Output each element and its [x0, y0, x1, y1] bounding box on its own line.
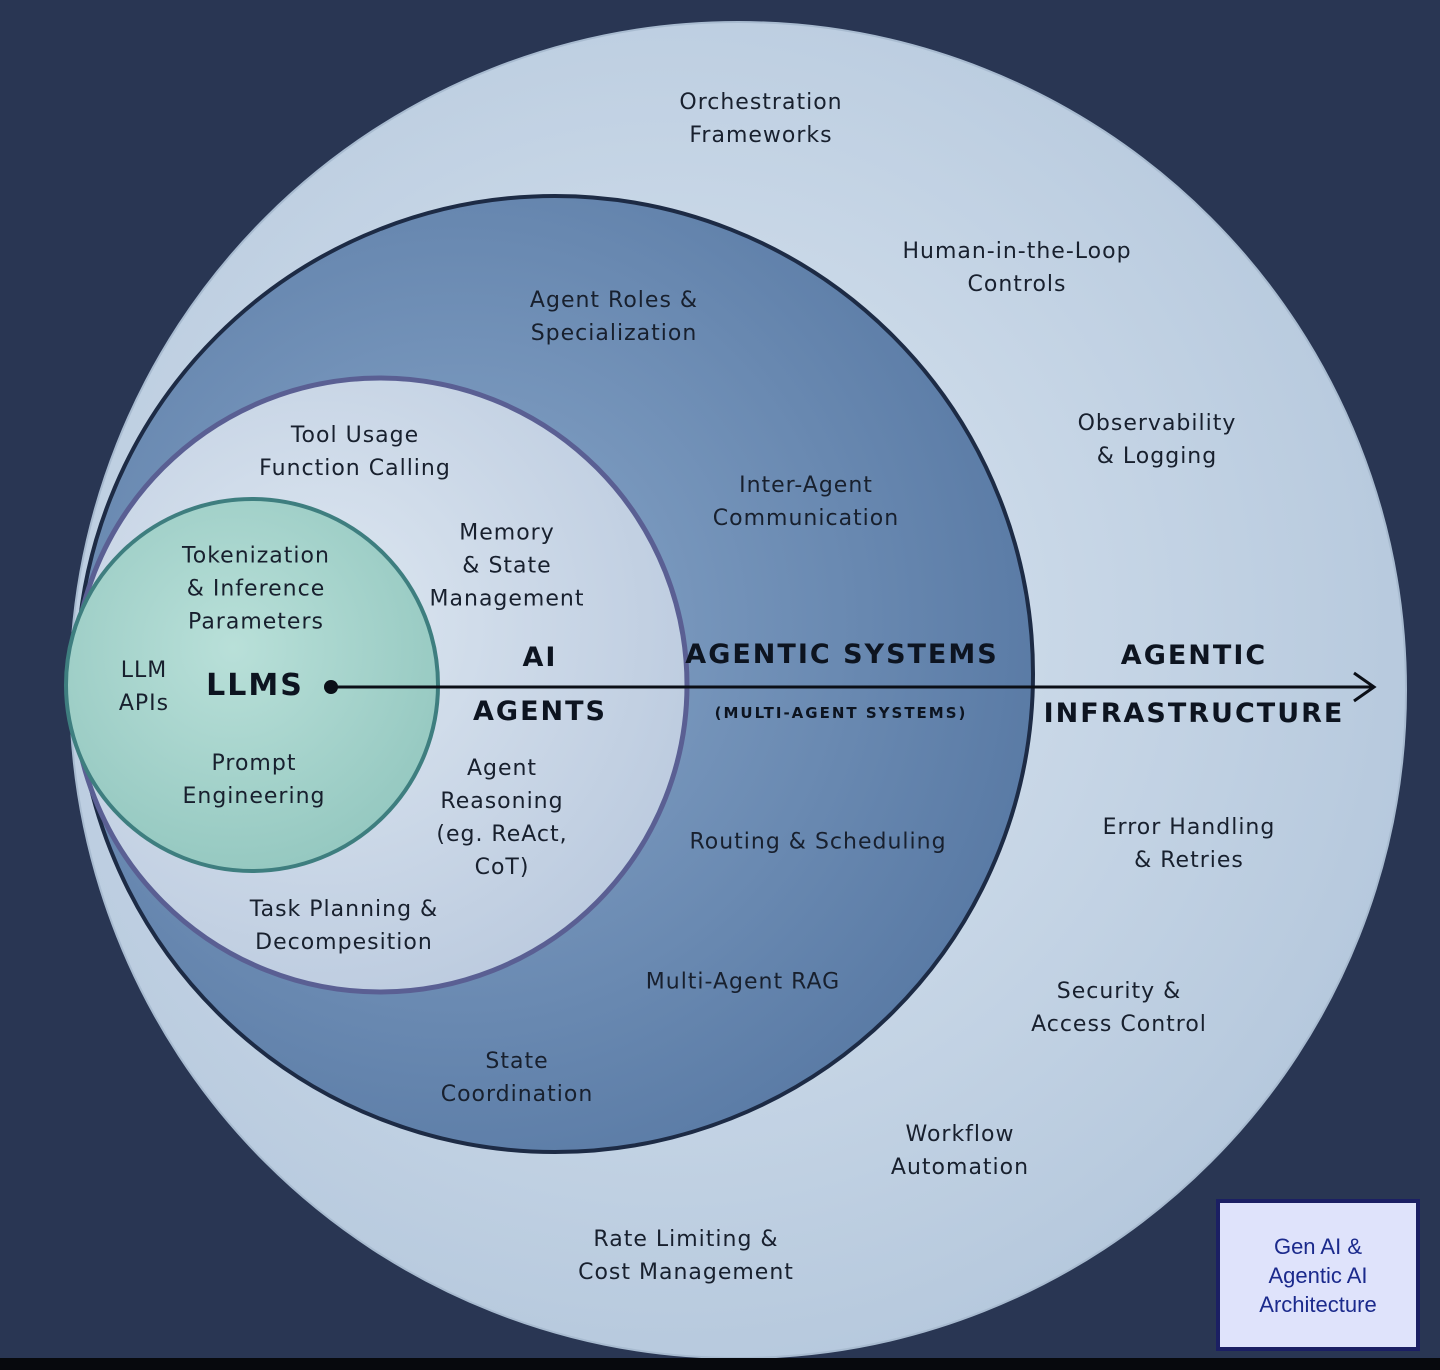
inter-agent-label: Inter-Agent Communication: [712, 473, 900, 531]
arrow-origin-dot: [324, 680, 338, 694]
human-in-loop-label: Human-in-the-Loop Controls: [902, 239, 1132, 297]
observability-label: Observability & Logging: [1077, 411, 1237, 469]
caption-text: Gen AI & Agentic AI Architecture: [1259, 1233, 1377, 1317]
llm-apis-label: LLM APIs: [118, 658, 170, 716]
multi-agent-rag-label: Multi-Agent RAG: [645, 969, 841, 995]
agentic-systems-title: AGENTIC SYSTEMS: [685, 639, 999, 670]
state-coordination-label: State Coordination: [440, 1049, 594, 1107]
task-planning-label: Task Planning & Decompesition: [249, 897, 439, 955]
multi-agent-systems-subtitle: (MULTI-AGENT SYSTEMS): [714, 704, 968, 722]
agentic-infrastructure-title: AGENTIC INFRASTRUCTURE: [1043, 640, 1345, 729]
workflow-automation-label: Workflow Automation: [890, 1122, 1030, 1180]
bottom-edge-bar: [0, 1358, 1440, 1370]
orchestration-label: Orchestration Frameworks: [679, 90, 843, 148]
tokenization-label: Tokenization & Inference Parameters: [182, 543, 330, 635]
agent-reasoning-label: Agent Reasoning (eg. ReAct, CoT): [436, 756, 568, 880]
routing-scheduling-label: Routing & Scheduling: [689, 829, 947, 855]
llms-title: LLMS: [206, 668, 304, 703]
security-access-label: Security & Access Control: [1031, 979, 1207, 1037]
ring-llms: [64, 497, 440, 873]
error-handling-label: Error Handling & Retries: [1102, 815, 1276, 873]
prompt-engineering-label: Prompt Engineering: [182, 751, 326, 809]
caption-box: Gen AI & Agentic AI Architecture: [1216, 1199, 1420, 1351]
progression-arrow-head: [1353, 671, 1377, 703]
ai-agents-title: AI AGENTS: [473, 642, 607, 727]
tool-usage-label: Tool Usage Function Calling: [259, 423, 451, 481]
rate-limiting-label: Rate Limiting & Cost Management: [578, 1227, 794, 1285]
agent-roles-label: Agent Roles & Specialization: [529, 288, 699, 346]
memory-state-label: Memory & State Management: [429, 520, 585, 612]
